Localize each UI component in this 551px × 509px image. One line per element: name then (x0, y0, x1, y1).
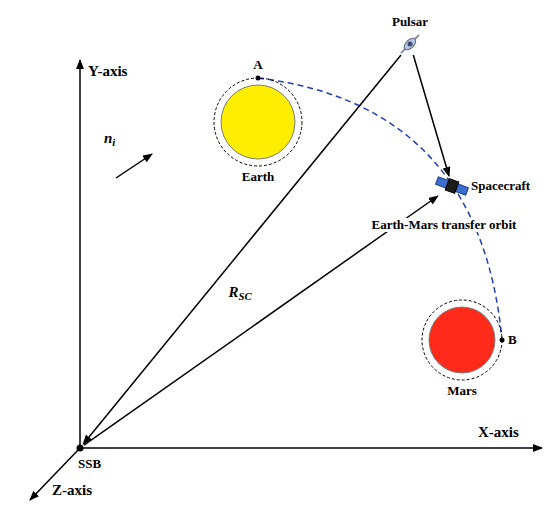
axis-label: Y-axis (88, 63, 127, 80)
pulsar-icon: Pulsar (399, 33, 421, 55)
spacecraft-icon: Spacecraft (435, 176, 469, 196)
node-shape (420, 298, 504, 382)
earth-circle: Earth (212, 76, 304, 168)
axis-label: Z-axis (52, 482, 92, 499)
direction-arrow (116, 154, 152, 178)
connector-arrow (83, 55, 401, 444)
orbit-label: Earth-Mars transfer orbit (370, 218, 519, 232)
node-label: Earth (242, 170, 275, 184)
connector-arrow (84, 196, 438, 445)
vector-label: RSC (226, 284, 253, 301)
node-shape (76, 444, 84, 452)
node-label: Spacecraft (471, 179, 530, 193)
node-label: Mars (447, 384, 477, 398)
node-shape (212, 76, 304, 168)
point-label: A (253, 58, 262, 72)
x-axis-line (80, 447, 542, 449)
ssb-point: SSB (76, 444, 84, 452)
axis-label: X-axis (478, 424, 519, 441)
point-label: B (508, 333, 517, 347)
node-shape (435, 176, 469, 196)
y-axis-line (79, 60, 81, 448)
node-shape (399, 33, 421, 55)
vector-label: ni (104, 130, 115, 147)
connector-arrow (413, 55, 449, 176)
node-label: SSB (78, 457, 101, 471)
node-label: Pulsar (392, 15, 428, 29)
mars-circle: Mars (420, 298, 504, 382)
